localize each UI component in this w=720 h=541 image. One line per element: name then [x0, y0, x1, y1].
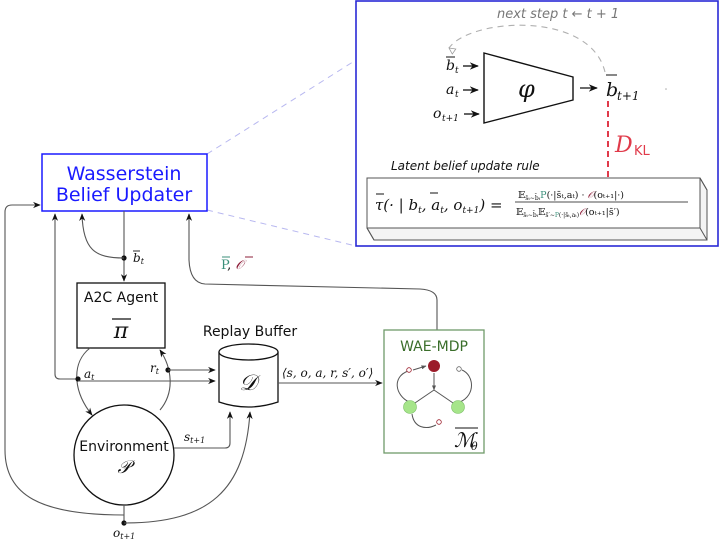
input-sub: t+1 — [442, 114, 459, 124]
wae-mdp-box[interactable] — [383, 329, 485, 454]
environment-title: Environment — [79, 439, 169, 455]
action-junction — [75, 376, 81, 382]
wae-mdp-subscript: θ — [471, 440, 478, 453]
zoom-line-top — [206, 59, 357, 155]
wae-mdp-node[interactable]: WAE-MDP ℳ θ — [383, 329, 485, 454]
wae-mdp-title: WAE-MDP — [400, 339, 468, 355]
belief-updater-line1: Wasserstein — [67, 163, 182, 185]
next-step-label: next step t ← t + 1 — [497, 7, 619, 22]
buffer-title: Replay Buffer — [203, 324, 298, 340]
agent-box[interactable] — [76, 282, 166, 349]
edge-belief-feedback — [79, 213, 125, 259]
lhs-sub2: t — [440, 206, 444, 216]
rule-lhs: τ(· | bt, at, ot+1) = — [375, 192, 503, 216]
edge-wae-to-updater — [185, 213, 438, 330]
mdp-state-red — [428, 360, 440, 372]
belief-updater-line2: Belief Updater — [56, 184, 193, 206]
environment-node[interactable]: Environment 𝒫 — [73, 404, 175, 506]
encoder-input-observation: o t+1 — [433, 106, 480, 124]
wae-mdp-symbol: ℳ — [454, 428, 478, 452]
edge-action-to-updater — [51, 213, 78, 380]
kl-sub: KL — [634, 144, 651, 159]
inset-panel: next step t ← t + 1 b t a t o t+1 φ b t+… — [355, 0, 719, 247]
lhs-head: τ(· | b — [375, 196, 418, 214]
next-state-label: st+1 — [184, 430, 205, 445]
environment-circle[interactable] — [73, 404, 175, 506]
input-var: b — [446, 58, 455, 74]
rule-title: Latent belief update rule — [391, 159, 540, 173]
svg-text:τ(· | bt, at, ot+1) =: τ(· | bt, at, ot+1) = — [375, 196, 503, 216]
edge-observation-to-buffer — [123, 411, 253, 524]
edge-observation-to-updater — [4, 201, 125, 516]
models-label: P, 𝒪 — [221, 258, 247, 273]
buffer-symbol: 𝒟 — [239, 371, 261, 396]
belief-updater-box[interactable] — [41, 153, 208, 212]
input-sub: t — [455, 66, 459, 76]
lhs-close: ) = — [478, 196, 502, 214]
reward-label: rt — [150, 361, 160, 376]
replay-buffer-node[interactable]: 𝒟 — [218, 343, 279, 408]
rule-fraction: 𝔼s̄ₜ∼b̄ₜP(·|s̄ₜ,aₜ) · 𝒪(oₜ₊₁|·) 𝔼s̄ₜ∼b̄ₜ… — [515, 190, 688, 219]
edge-reward-to-agent — [159, 349, 171, 411]
output-var: b — [606, 79, 618, 101]
agent-title: A2C Agent — [84, 290, 159, 306]
encoder-symbol: φ — [518, 75, 535, 103]
next-step-arc — [449, 24, 606, 73]
mdp-graph-icon — [396, 360, 472, 428]
encoder-input-action: a t — [446, 82, 479, 100]
mdp-state-green-left — [403, 400, 417, 414]
stray-dot — [665, 88, 667, 90]
agent-policy-symbol: π — [113, 319, 129, 344]
encoder-input-belief: b t — [446, 56, 479, 76]
zoom-line-bottom — [206, 209, 357, 247]
lhs-sub1: t — [418, 206, 422, 216]
kl-main: D — [614, 133, 633, 158]
rule-numerator: 𝔼s̄ₜ∼b̄ₜP(·|s̄ₜ,aₜ) · 𝒪(oₜ₊₁|·) — [518, 190, 624, 202]
lhs-sub3: t+1 — [462, 206, 479, 216]
lhs-tail: , o — [444, 196, 463, 214]
edge-state-to-buffer — [174, 411, 234, 449]
observation-label: ot+1 — [113, 526, 135, 541]
input-var: a — [446, 82, 454, 98]
output-sub: t+1 — [617, 89, 640, 103]
mdp-state-green-right — [451, 400, 465, 414]
agent-node[interactable]: A2C Agent π — [76, 282, 166, 349]
input-sub: t — [455, 90, 459, 100]
buffer-cylinder-top — [218, 343, 279, 361]
tuple-label: ⟨s, o, a, r, s′, o′⟩ — [282, 366, 373, 380]
input-var: o — [433, 106, 441, 122]
encoder-phi — [483, 52, 574, 124]
belief-updater-node[interactable]: Wasserstein Belief Updater — [41, 153, 208, 212]
rule-box — [366, 177, 708, 241]
belief-label: bt — [133, 251, 145, 266]
action-label: at — [84, 367, 95, 382]
rule-denominator: 𝔼s̄ₜ∼b̄ₜ𝔼s̄′∼P(·|s̄ₜ,aₜ)𝒪(oₜ₊₁|s̄′) — [516, 207, 620, 219]
lhs-mid: , a — [422, 196, 440, 214]
